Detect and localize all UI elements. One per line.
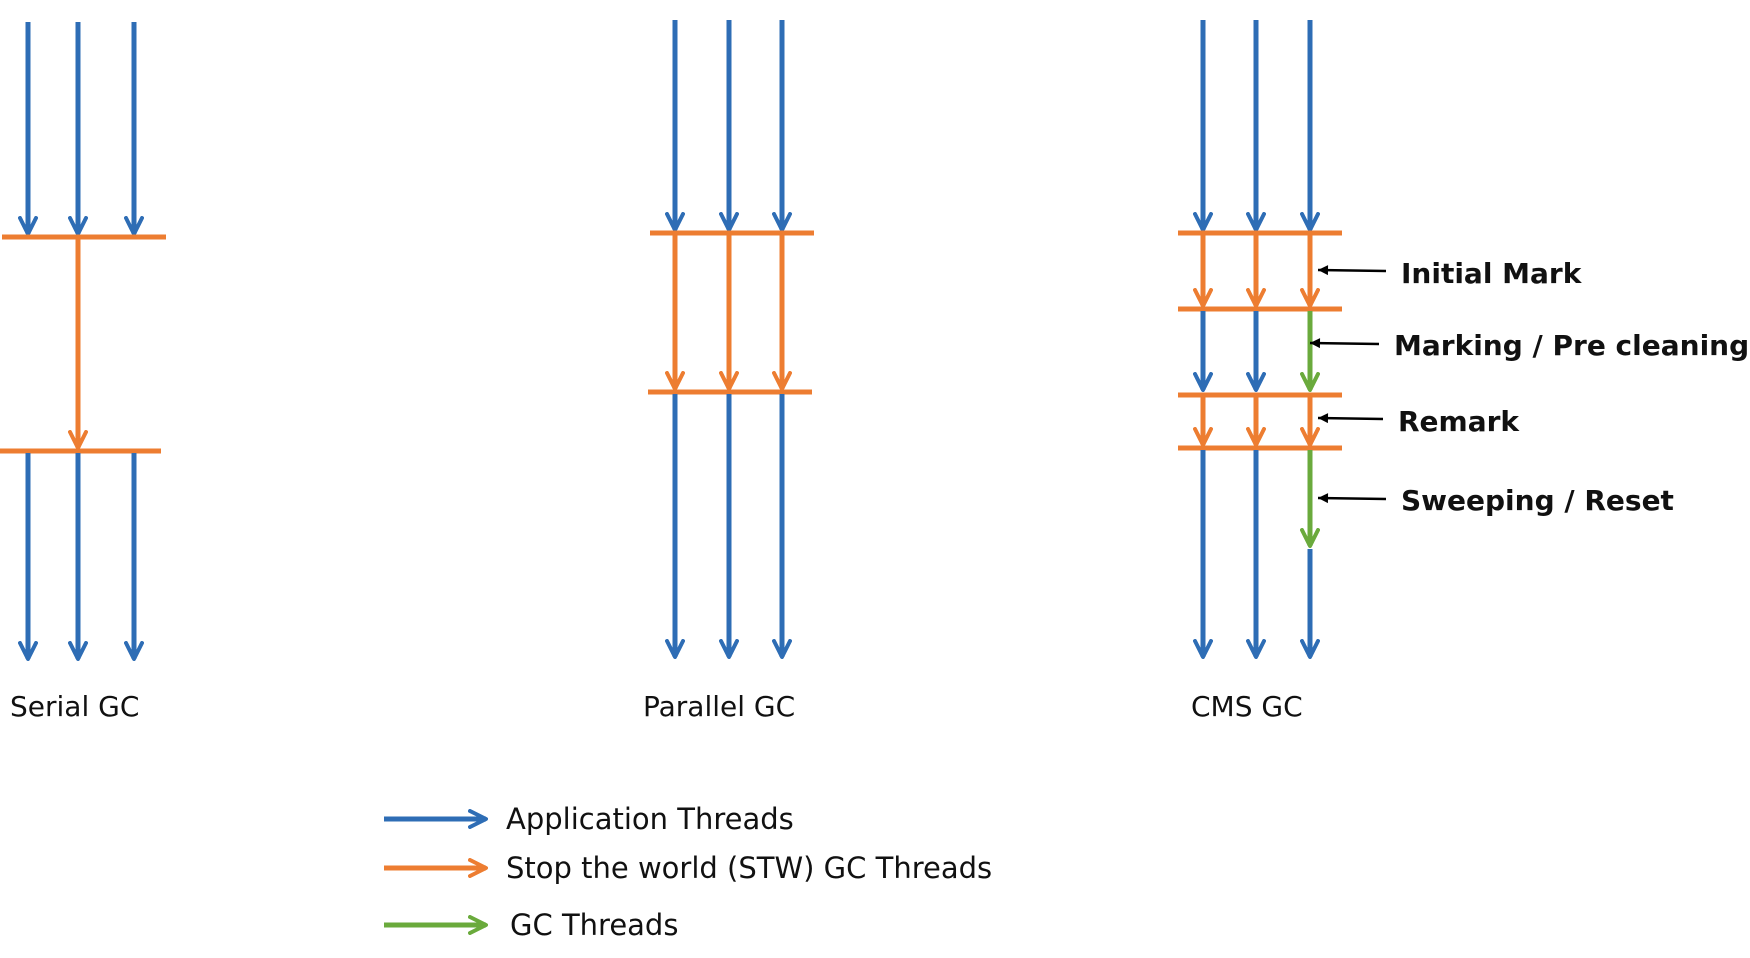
phase-pointer-arrow bbox=[1317, 265, 1387, 276]
parallel-gc: Parallel GC bbox=[643, 20, 814, 723]
legend-application-threads: Application Threads bbox=[506, 802, 794, 836]
parallel-gc-label: Parallel GC bbox=[643, 690, 795, 723]
cms-gc-label: CMS GC bbox=[1191, 690, 1303, 723]
phase-pointer-arrow bbox=[1309, 338, 1380, 349]
phase-pointer-arrow bbox=[1317, 493, 1387, 504]
legend-gc-threads: GC Threads bbox=[510, 908, 678, 942]
phase-label-remark: Remark bbox=[1398, 405, 1520, 438]
serial-gc: Serial GC bbox=[0, 22, 166, 723]
phase-label-sweeping: Sweeping / Reset bbox=[1401, 484, 1674, 517]
phase-label-initial-mark: Initial Mark bbox=[1401, 257, 1583, 290]
legend-stw-gc-threads: Stop the world (STW) GC Threads bbox=[506, 851, 992, 885]
legend: Application Threads Stop the world (STW)… bbox=[384, 802, 992, 942]
phase-pointer-arrow bbox=[1317, 413, 1384, 424]
phase-label-marking: Marking / Pre cleaning bbox=[1394, 329, 1749, 362]
serial-gc-label: Serial GC bbox=[10, 690, 139, 723]
cms-gc: Initial Mark Marking / Pre cleaning Rema… bbox=[1178, 20, 1749, 723]
